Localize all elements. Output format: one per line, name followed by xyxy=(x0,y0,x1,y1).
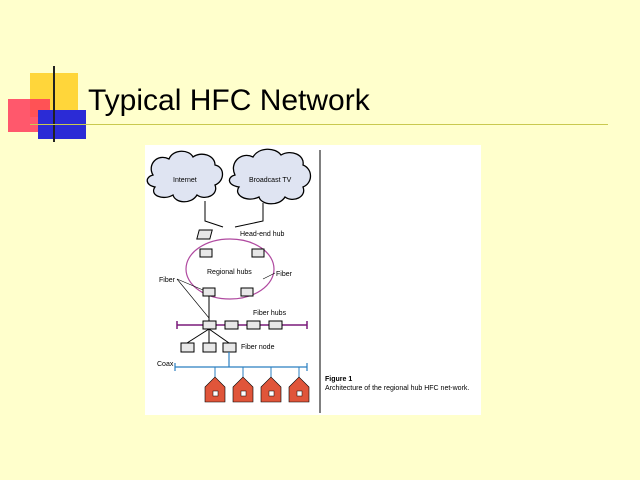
label-headend: Head-end hub xyxy=(240,231,284,238)
regional-hub-icon xyxy=(251,248,265,258)
internet-cloud-icon xyxy=(146,150,224,203)
fiber-node-icon xyxy=(180,342,195,353)
label-fiber-left: Fiber xyxy=(159,277,176,284)
label-fiber-right: Fiber xyxy=(276,271,293,278)
caption-title: Figure 1 xyxy=(325,376,353,383)
fiber-node-icon xyxy=(222,342,237,353)
regional-fiber-ring xyxy=(185,238,275,300)
house-icon xyxy=(232,376,254,403)
fiber-hub-icon xyxy=(224,320,239,330)
slide-title: Typical HFC Network xyxy=(88,84,370,117)
link-internet-headend xyxy=(204,201,224,228)
cloud-label-broadcast: Broadcast TV xyxy=(249,177,292,184)
label-fiber-hubs: Fiber hubs xyxy=(253,310,287,317)
link-broadcast-headend xyxy=(234,203,264,228)
house-icon xyxy=(288,376,310,403)
fiber-node-icon xyxy=(202,342,217,353)
headend-hub-icon xyxy=(196,229,213,240)
figure-caption: Figure 1 Architecture of the regional hu… xyxy=(325,375,475,393)
house-icon xyxy=(260,376,282,403)
label-regional-hubs: Regional hubs xyxy=(207,269,252,276)
decor-vertical-line xyxy=(53,66,55,142)
label-fiber-node: Fiber node xyxy=(241,344,275,351)
hfc-network-figure: Internet Broadcast TV Head-end hub Regio… xyxy=(145,145,481,415)
broadcast-cloud-icon xyxy=(228,148,312,205)
title-underline xyxy=(30,124,608,125)
network-diagram: Internet Broadcast TV Head-end hub Regio… xyxy=(146,148,321,413)
label-coax: Coax xyxy=(157,361,174,368)
house-icon xyxy=(204,376,226,403)
regional-hub-icon xyxy=(202,287,216,297)
regional-hub-icon xyxy=(199,248,213,258)
cloud-label-internet: Internet xyxy=(173,177,197,184)
caption-text: Architecture of the regional hub HFC net… xyxy=(325,385,470,392)
fiber-hub-icon xyxy=(246,320,261,330)
regional-hub-icon xyxy=(240,287,254,297)
fiber-hub-icon xyxy=(202,320,217,330)
fiber-hub-icon xyxy=(268,320,283,330)
